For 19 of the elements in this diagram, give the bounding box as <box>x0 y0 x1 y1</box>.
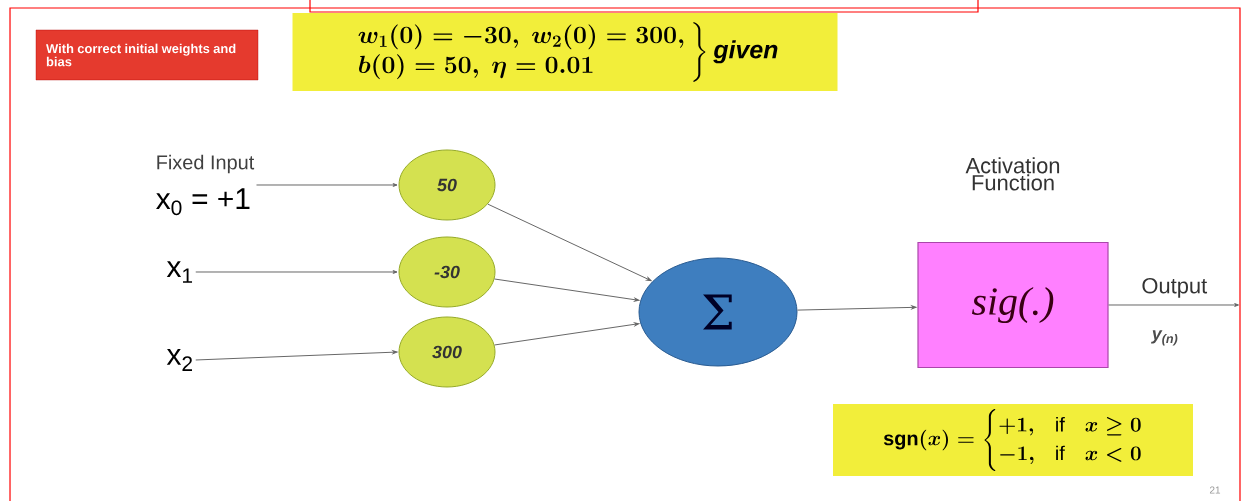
caption-text: Activation Function <box>965 157 1060 191</box>
formula-box: $\mathrm{sgn}(x)=\begin{cases}+1, & \text{if}\quad x\geq 0\\ -1, & \text{if}\quad x<0\end{cases}$ <box>833 404 1193 476</box>
page-number: 21 <box>1209 486 1221 494</box>
output-symbol: y$_{(n)}$ <box>1151 330 1178 346</box>
formula-box: $\left.\begin{array}{l} w_1(0)=-30,\ w_2(0)=300,\\ b(0)=50,\ \eta=0.01\end{array}\right\rbrace\mathit{given}$ <box>292 13 838 91</box>
activation-box: sig(.) <box>917 241 1109 369</box>
arrow <box>195 350 398 361</box>
arrow <box>487 203 652 282</box>
arrow <box>256 183 398 187</box>
input-label: x$_{1}$ <box>166 261 192 283</box>
note-box: With correct initial weights and bias <box>35 29 259 81</box>
input-label: x$_{2}$ <box>166 349 192 371</box>
arrow <box>796 305 917 311</box>
arrow <box>195 270 398 274</box>
edge-label: Output <box>1140 276 1209 299</box>
arrow <box>494 278 640 302</box>
arrow <box>1108 303 1239 307</box>
input-label: Fixed Input x$_{0}$ = +1 <box>156 154 255 216</box>
arrow <box>494 322 640 346</box>
